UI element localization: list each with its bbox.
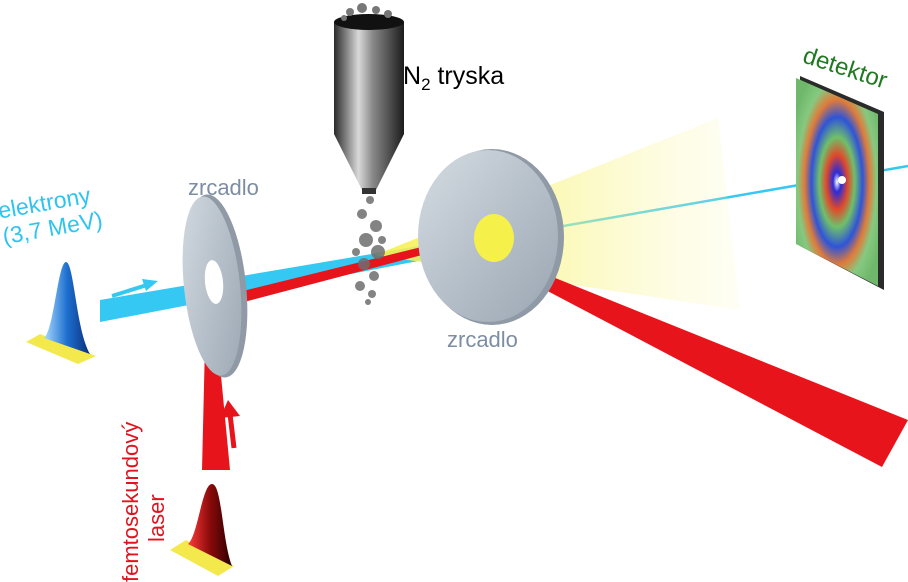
laser-arrow-icon <box>220 400 240 449</box>
laser-label-line2: laser <box>144 494 169 542</box>
mirror-right <box>418 149 564 325</box>
mirror-left <box>182 194 248 378</box>
laser-beam-diagonal <box>206 238 458 310</box>
laser-pulse-icon <box>170 484 234 576</box>
laser-beam-out <box>456 238 908 467</box>
electron-arrow-icon <box>111 279 158 298</box>
detector <box>796 76 884 290</box>
electron-pulse-icon <box>26 262 96 364</box>
laser-label-line1: femtosekundový <box>118 421 143 582</box>
nozzle-label: N2 tryska <box>403 62 505 94</box>
gas-plume <box>352 196 386 305</box>
mirror-right-label: zrcadlo <box>447 327 518 352</box>
laser-label: femtosekundový laser <box>118 422 170 582</box>
nozzle <box>334 3 404 194</box>
mirror-left-label: zrcadlo <box>188 175 259 200</box>
